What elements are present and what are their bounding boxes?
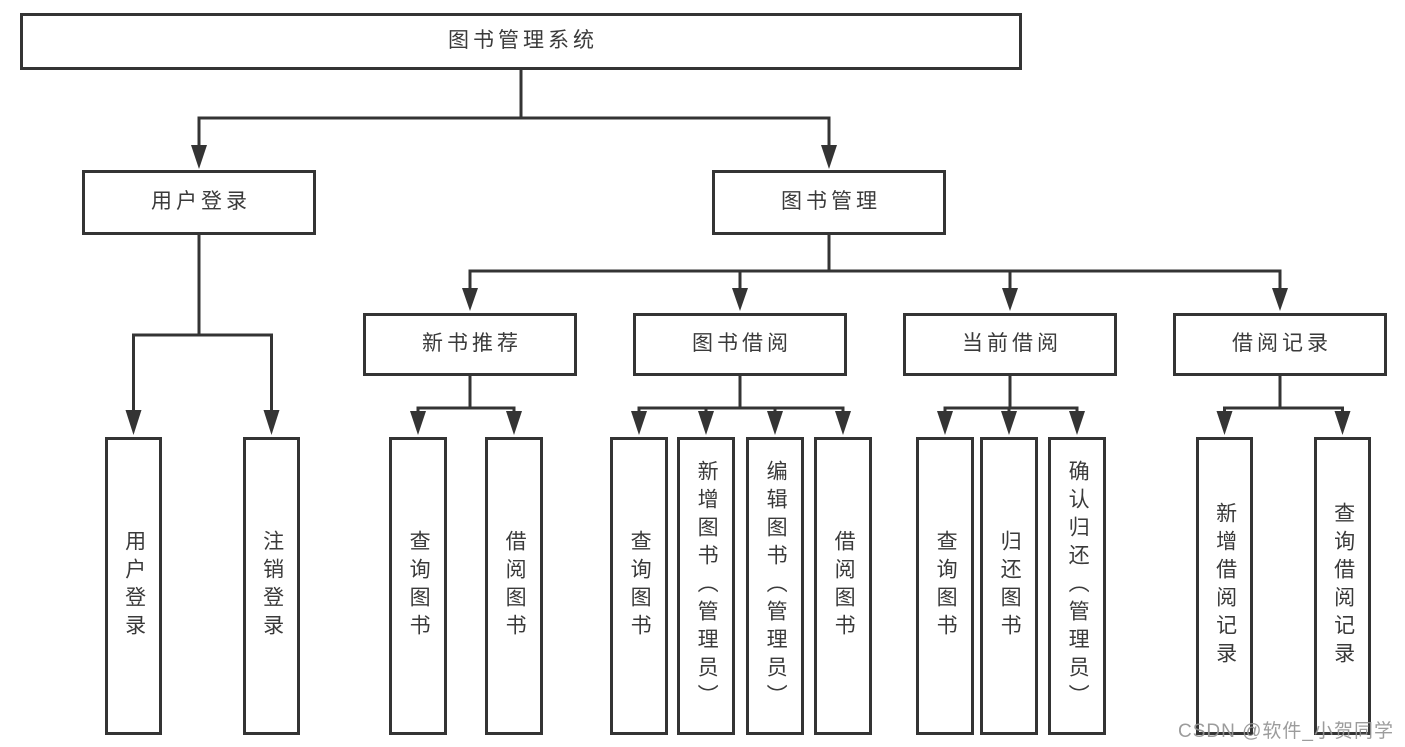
node-leaf-add-book-admin: 新增图书（管理员） <box>677 437 735 735</box>
node-leaf-borrow-book: 借阅图书 <box>814 437 872 735</box>
node-leaf-add-borrow-record: 新增借阅记录 <box>1196 437 1253 735</box>
node-leaf-logout: 注销登录 <box>243 437 300 735</box>
node-leaf-borrow-book-recommend: 借阅图书 <box>485 437 543 735</box>
node-leaf-confirm-return-admin: 确认归还（管理员） <box>1048 437 1106 735</box>
node-leaf-query-book-recommend: 查询图书 <box>389 437 447 735</box>
node-book-management: 图书管理 <box>712 170 946 235</box>
node-leaf-query-book-current: 查询图书 <box>916 437 974 735</box>
connector-book-mgmt-children <box>468 233 1282 291</box>
connector-current-borrow-children <box>943 374 1079 414</box>
connector-new-book-rec-children <box>416 374 516 414</box>
node-current-borrow: 当前借阅 <box>903 313 1117 376</box>
connector-borrow-records-children <box>1223 374 1344 414</box>
node-new-book-recommend: 新书推荐 <box>363 313 577 376</box>
node-leaf-query-borrow-record: 查询借阅记录 <box>1314 437 1371 735</box>
node-borrow-records: 借阅记录 <box>1173 313 1387 376</box>
connector-user-login-children <box>132 233 273 413</box>
node-user-login: 用户登录 <box>82 170 316 235</box>
node-leaf-edit-book-admin: 编辑图书（管理员） <box>746 437 804 735</box>
connector-book-borrow-children <box>637 374 845 414</box>
node-leaf-return-book: 归还图书 <box>980 437 1038 735</box>
node-book-borrow: 图书借阅 <box>633 313 847 376</box>
node-leaf-user-login: 用户登录 <box>105 437 162 735</box>
node-leaf-query-book-borrow: 查询图书 <box>610 437 668 735</box>
csdn-watermark: CSDN @软件_小贺同学 <box>1178 721 1394 742</box>
node-root-system: 图书管理系统 <box>20 13 1022 70</box>
connector-root-to-level2 <box>197 68 831 148</box>
